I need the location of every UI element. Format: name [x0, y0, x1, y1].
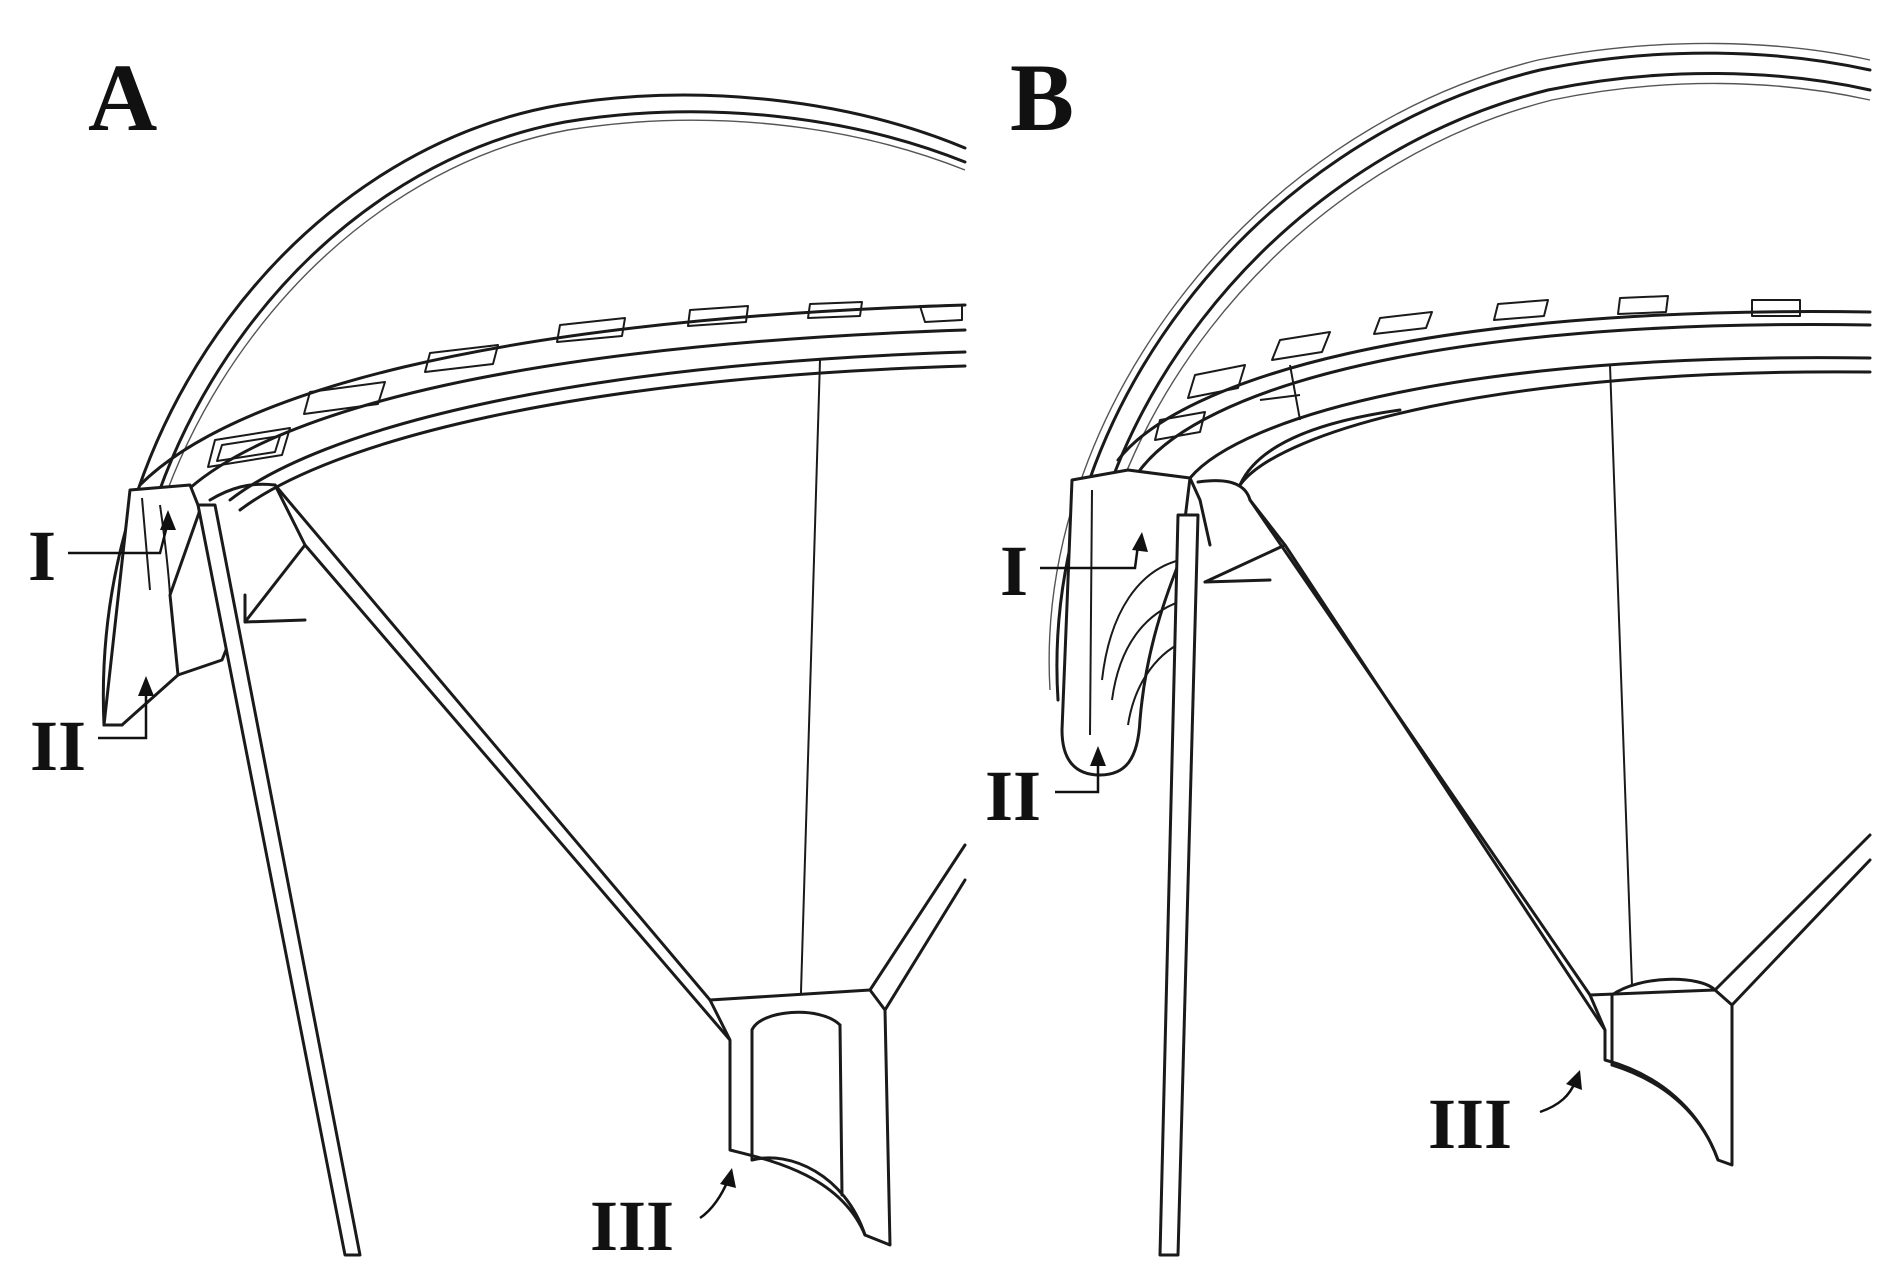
panel-a-label: A	[88, 44, 157, 151]
svg-text:I: I	[28, 516, 56, 596]
svg-text:III: III	[590, 1186, 674, 1266]
panel-b-label: B	[1010, 44, 1074, 151]
panel-a-callout-ii: II	[30, 676, 154, 786]
panel-a-perforated-ring	[138, 301, 967, 512]
svg-text:II: II	[985, 756, 1041, 836]
panel-b-section	[1060, 468, 1212, 777]
panel-b-struts	[1158, 364, 1872, 1257]
svg-text:III: III	[1428, 1084, 1512, 1164]
panel-b-callout-ii: II	[985, 746, 1106, 836]
svg-text:I: I	[1000, 531, 1028, 611]
svg-text:II: II	[30, 706, 86, 786]
panel-b-callout-i: I	[1000, 531, 1148, 611]
panel-a-struts	[196, 359, 967, 1257]
panel-b-perforated-ring	[1116, 295, 1872, 487]
panel-b-hub	[1588, 977, 1734, 1167]
panel-b-callout-iii: III	[1428, 1070, 1582, 1164]
panel-a-hub	[708, 988, 892, 1247]
panel-a: A	[28, 44, 967, 1266]
panel-a-section	[102, 483, 232, 727]
panel-a-callout-i: I	[28, 510, 176, 596]
panel-b: B	[985, 42, 1872, 1257]
panel-a-callout-iii: III	[590, 1168, 736, 1266]
